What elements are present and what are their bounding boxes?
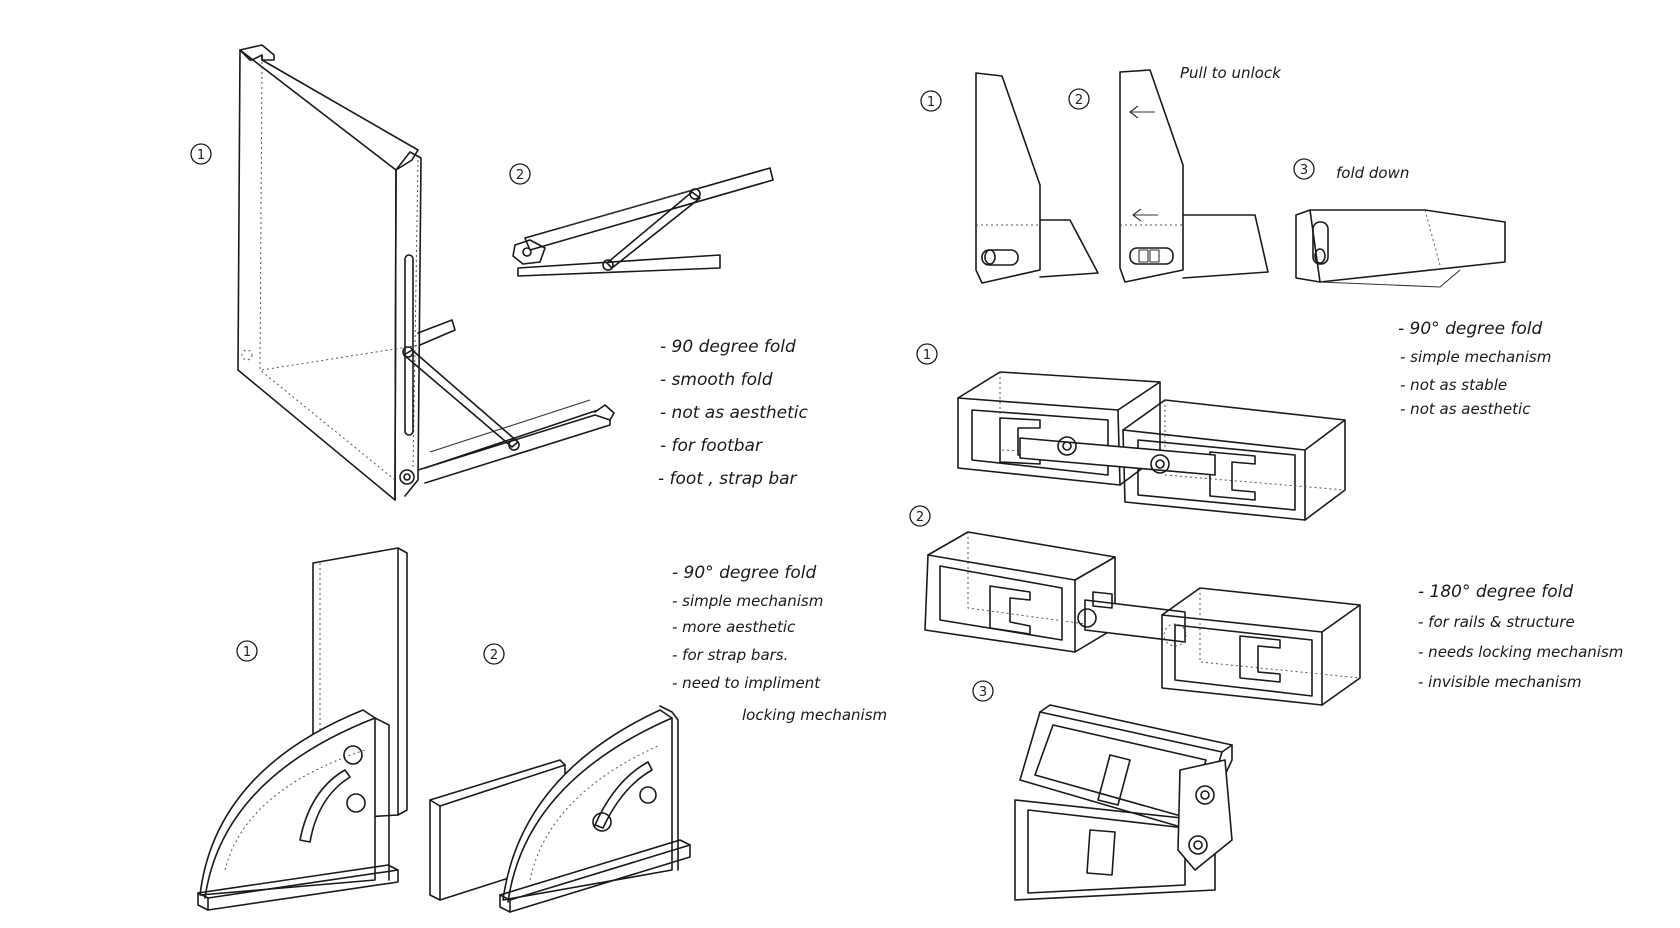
sketch-3-number-2: 2 <box>1068 88 1090 110</box>
slot <box>404 254 414 436</box>
svg-text:- invisible mechanism: - invisible mechanism <box>1418 673 1581 691</box>
svg-text:3: 3 <box>979 685 987 700</box>
sketch-2-number-1: 1 <box>236 640 258 662</box>
left-box <box>957 371 1161 486</box>
folded-side-view <box>512 167 774 277</box>
svg-text:- not as stable: - not as stable <box>1400 376 1507 394</box>
back-panel <box>237 44 422 501</box>
svg-text:3: 3 <box>1300 163 1308 178</box>
bracket-view-2 <box>429 705 691 913</box>
step-2-pulled <box>1119 69 1269 283</box>
sketch-3-unlock-sequence: 1 2 Pull to unlock 3 fold do <box>920 64 1506 288</box>
stacked-boxes <box>1014 704 1233 901</box>
svg-text:locking mechanism: locking mechanism <box>742 706 887 724</box>
svg-text:- for footbar: - for footbar <box>660 436 763 456</box>
svg-text:1: 1 <box>243 645 251 660</box>
svg-text:- 180° degree fold: - 180° degree fold <box>1418 582 1573 602</box>
svg-text:- foot , strap bar: - foot , strap bar <box>658 469 798 489</box>
svg-text:2: 2 <box>516 168 524 183</box>
sketch-4-notes: - 90° degree fold - simple mechanism - n… <box>1398 319 1551 418</box>
sketch-2-notes: - 90° degree fold - simple mechanism - m… <box>672 563 887 724</box>
foot-bar <box>261 319 615 484</box>
svg-text:- simple mechanism: - simple mechanism <box>1400 348 1551 366</box>
svg-text:- needs locking mechanism: - needs locking mechanism <box>1418 643 1623 661</box>
sketch-3-number-3: 3 <box>1293 158 1315 180</box>
svg-text:- 90 degree fold: - 90 degree fold <box>660 337 796 357</box>
svg-text:2: 2 <box>490 648 498 663</box>
step-1-locked <box>975 72 1099 284</box>
strut <box>399 346 520 485</box>
sketch-2-quarter-bracket: 1 2 <box>197 547 691 913</box>
sketch-5-number-3: 3 <box>972 680 994 702</box>
sketch-5-number-2: 2 <box>909 505 931 527</box>
sketch-1-number-2: 2 <box>509 163 531 185</box>
svg-text:1: 1 <box>197 148 205 163</box>
fold-note: fold down <box>1336 164 1409 182</box>
sketch-4-number-1: 1 <box>916 343 938 365</box>
sketch-5-notes: - 180° degree fold - for rails & structu… <box>1418 582 1623 691</box>
sketch-5-180-fold: 2 3 <box>909 505 1361 901</box>
link-bar <box>1019 436 1216 476</box>
box-b <box>1161 587 1361 706</box>
sketch-2-number-2: 2 <box>483 643 505 665</box>
svg-text:- not as aesthetic: - not as aesthetic <box>660 403 808 423</box>
bracket-view-1 <box>197 547 408 911</box>
sketch-1-number-1: 1 <box>190 143 212 165</box>
svg-text:1: 1 <box>927 95 935 110</box>
step-3-folded <box>1295 209 1506 288</box>
svg-text:- for rails & structure: - for rails & structure <box>1418 613 1575 631</box>
svg-text:- 90° degree fold: - 90° degree fold <box>1398 319 1543 339</box>
svg-text:- 90° degree fold: - 90° degree fold <box>672 563 817 583</box>
svg-text:2: 2 <box>1075 93 1083 108</box>
sketch-1-notes: - 90 degree fold - smooth fold - not as … <box>658 337 808 489</box>
svg-text:- not as aesthetic: - not as aesthetic <box>1400 400 1531 418</box>
svg-text:1: 1 <box>923 348 931 363</box>
pull-note: Pull to unlock <box>1180 64 1282 82</box>
box-a <box>924 531 1116 653</box>
sketch-3-number-1: 1 <box>920 90 942 112</box>
svg-text:- more aesthetic: - more aesthetic <box>672 618 796 636</box>
svg-text:2: 2 <box>916 510 924 525</box>
svg-text:- need to impliment: - need to impliment <box>672 674 821 692</box>
svg-text:- for strap bars.: - for strap bars. <box>672 646 788 664</box>
svg-text:- simple mechanism: - simple mechanism <box>672 592 823 610</box>
hinge-link <box>1077 591 1187 647</box>
sketch-1-hinged-footbar: 1 <box>190 44 774 501</box>
svg-text:- smooth fold: - smooth fold <box>660 370 773 390</box>
sketch-4-linked-boxes: 1 <box>916 343 1346 521</box>
